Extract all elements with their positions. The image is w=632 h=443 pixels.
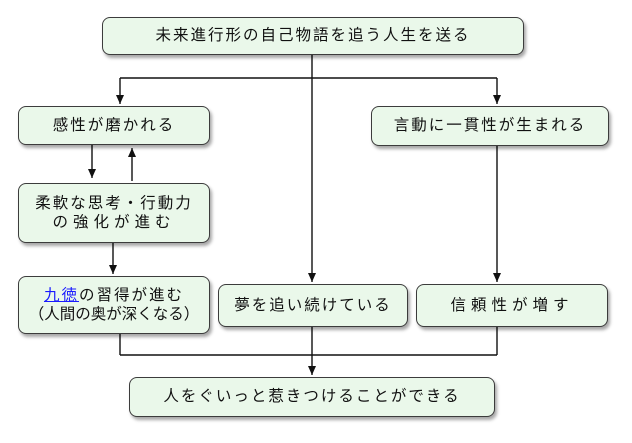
node-dream-text: 夢を追い続けている bbox=[234, 295, 392, 314]
node-virtue-line2: （人間の奥が深くなる） bbox=[28, 305, 200, 323]
nine-virtues-link[interactable]: 九徳 bbox=[43, 285, 79, 304]
node-top-life-story: 未来進行形の自己物語を追う人生を送る bbox=[102, 17, 524, 55]
node-trust-text: 信頼性が増す bbox=[450, 295, 574, 314]
node-bottom-text: 人をぐいっと惹きつけることができる bbox=[163, 387, 461, 406]
node-top-text: 未来進行形の自己物語を追う人生を送る bbox=[155, 26, 471, 45]
node-virtue-rest: の習得が進む bbox=[79, 285, 185, 304]
node-consistency: 言動に一貫性が生まれる bbox=[371, 106, 609, 146]
node-sensibility-text: 感性が磨かれる bbox=[52, 115, 176, 134]
node-nine-virtues: 九徳の習得が進む （人間の奥が深くなる） bbox=[18, 276, 210, 334]
node-virtue-line1: 九徳の習得が進む bbox=[44, 286, 184, 305]
node-flexible-line1: 柔軟な思考・行動力 bbox=[35, 193, 193, 212]
node-chasing-dreams: 夢を追い続けている bbox=[218, 284, 408, 327]
node-consistency-text: 言動に一貫性が生まれる bbox=[393, 116, 587, 135]
node-flexible-thinking: 柔軟な思考・行動力 の強化が進む bbox=[18, 183, 210, 243]
node-attract-people: 人をぐいっと惹きつけることができる bbox=[129, 377, 495, 417]
node-flexible-line2: の強化が進む bbox=[52, 213, 176, 231]
node-trust-increase: 信頼性が増す bbox=[416, 284, 608, 327]
node-sensibility: 感性が磨かれる bbox=[18, 106, 210, 145]
